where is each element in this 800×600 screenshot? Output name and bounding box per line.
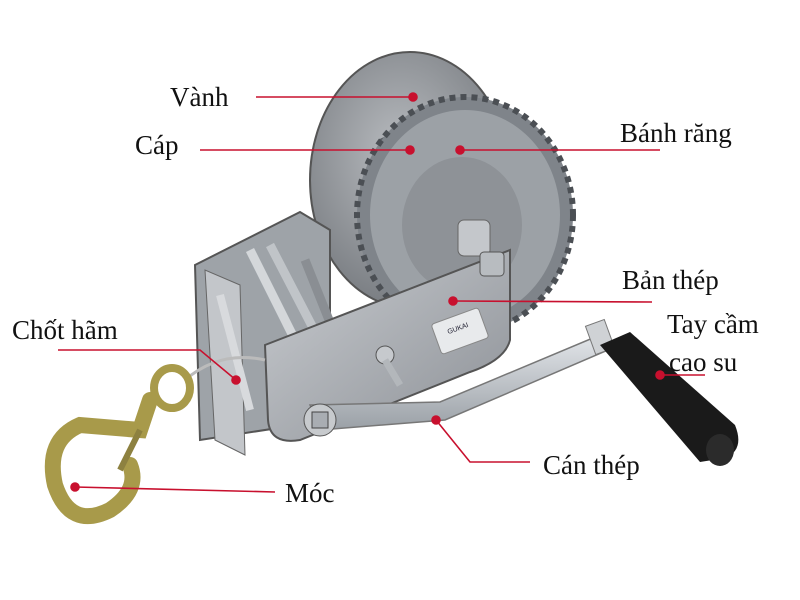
hook xyxy=(44,364,194,525)
label-steel-plate: Bản thép xyxy=(622,265,719,295)
label-cable: Cáp xyxy=(135,130,179,160)
label-rim: Vành xyxy=(170,82,229,112)
label-lock-pin: Chốt hãm xyxy=(12,315,118,345)
label-steel-arm: Cán thép xyxy=(543,450,640,480)
steel-side-plate: GUKAI xyxy=(263,248,511,442)
label-rubber-grip-line1: Tay cầm xyxy=(667,309,759,339)
label-gear: Bánh răng xyxy=(620,118,732,148)
label-hook: Móc xyxy=(285,478,335,508)
label-rubber-grip-line2: cao su xyxy=(669,347,738,377)
rubber-grip xyxy=(600,332,739,466)
cable-strand xyxy=(184,356,266,382)
leader-lines xyxy=(58,92,705,493)
